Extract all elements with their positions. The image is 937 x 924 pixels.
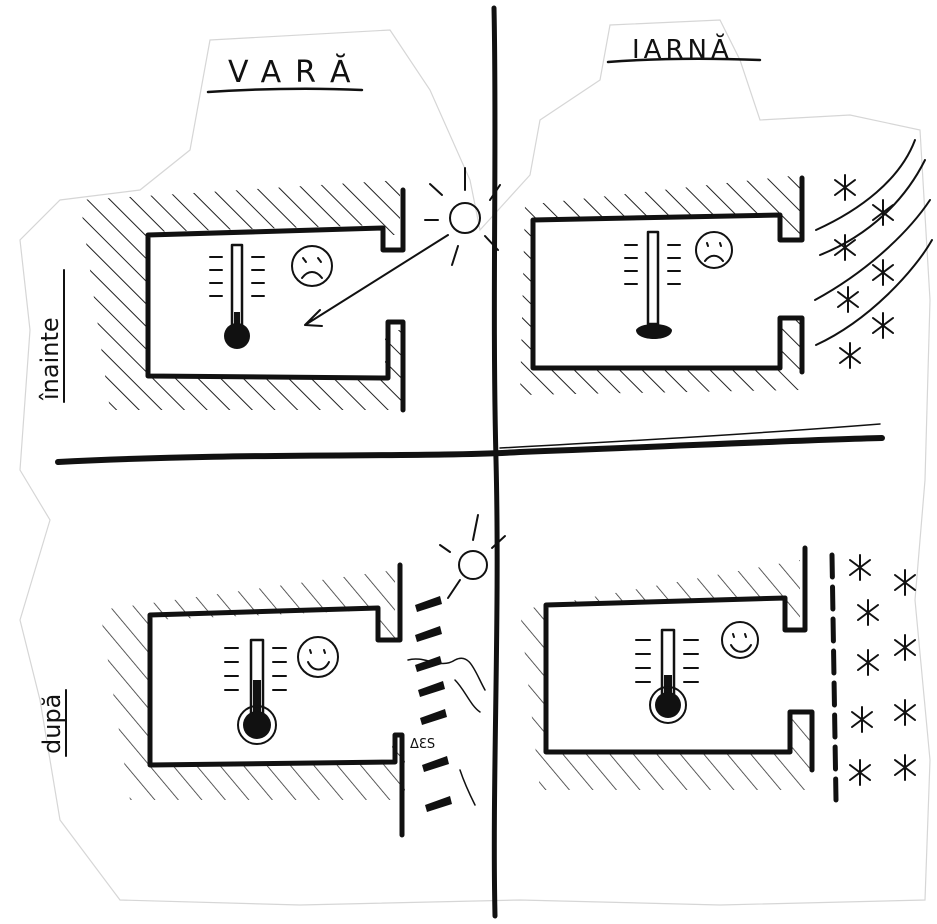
after-label: după: [38, 694, 66, 754]
before-label: înainte: [36, 317, 64, 401]
summer-label: VARĂ: [228, 53, 365, 90]
row-label-after: după: [38, 690, 66, 756]
vertical-divider: [494, 8, 497, 916]
fan-note-label: ΔƐS: [410, 737, 435, 752]
header-summer: VARĂ: [208, 53, 365, 92]
